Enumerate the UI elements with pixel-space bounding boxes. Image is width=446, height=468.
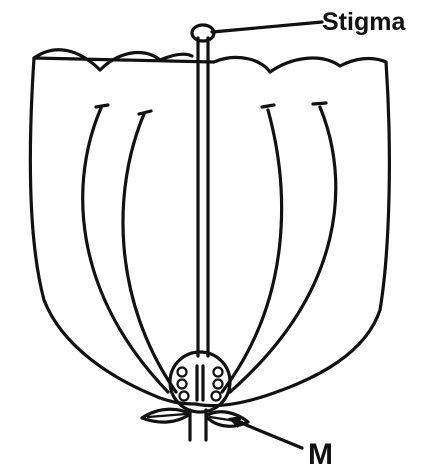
stigma <box>192 25 214 41</box>
stamen-anther <box>96 105 108 107</box>
stamen-anther <box>262 105 274 107</box>
stamen-filament <box>230 107 336 392</box>
style <box>198 38 208 356</box>
stamen-anther <box>313 103 326 104</box>
m-leader-arrow <box>228 416 302 448</box>
stigma-leader-line <box>212 22 322 32</box>
stamen-filament <box>123 114 176 392</box>
pedicel <box>190 410 206 440</box>
label-m: M <box>308 438 333 468</box>
stamen-anther <box>139 111 151 114</box>
label-stigma: Stigma <box>322 8 406 36</box>
ovules <box>178 366 223 401</box>
